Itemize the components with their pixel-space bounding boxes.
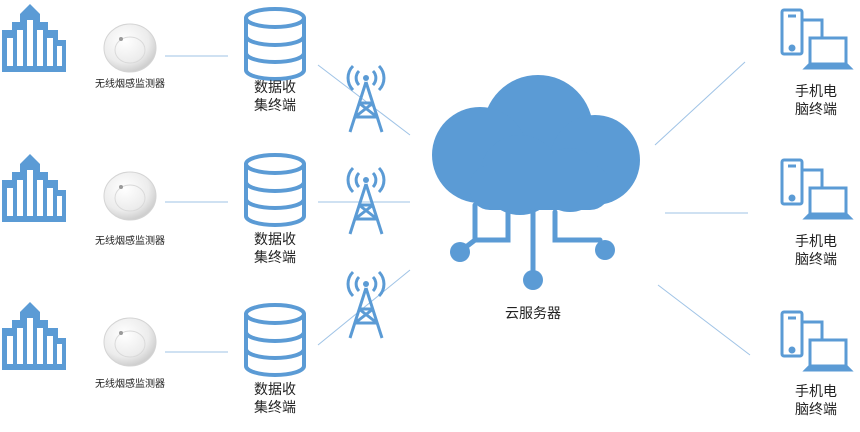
antenna-tower-icon [346, 64, 386, 133]
phone-laptop-icon [780, 8, 854, 70]
detector-label: 无线烟感监测器 [95, 379, 165, 390]
phone-laptop-icon [780, 158, 854, 220]
detector-label: 无线烟感监测器 [95, 236, 165, 247]
collector-label: 数据收 集终端 [254, 382, 296, 416]
building-icon [2, 154, 66, 222]
smoke-detector-icon [103, 171, 157, 221]
client-label: 手机电 脑终端 [795, 84, 837, 118]
connector-line [654, 61, 746, 146]
connector-line [317, 64, 411, 136]
collector-label: 数据收 集终端 [254, 232, 296, 266]
building-icon [2, 302, 66, 370]
building-icon [2, 4, 66, 72]
connector-line [657, 284, 751, 356]
phone-laptop-icon [780, 310, 854, 372]
detector-label: 无线烟感监测器 [95, 79, 165, 90]
smoke-detector-icon [103, 23, 157, 73]
client-label: 手机电 脑终端 [795, 234, 837, 268]
antenna-tower-icon [346, 270, 386, 339]
database-icon [244, 153, 306, 227]
collector-label: 数据收 集终端 [254, 80, 296, 114]
database-icon [244, 303, 306, 377]
client-label: 手机电 脑终端 [795, 384, 837, 418]
cloud-server-icon [432, 75, 640, 290]
server-label: 云服务器 [505, 306, 561, 322]
smoke-detector-icon [103, 317, 157, 367]
antenna-tower-icon [346, 166, 386, 235]
database-icon [244, 7, 306, 81]
